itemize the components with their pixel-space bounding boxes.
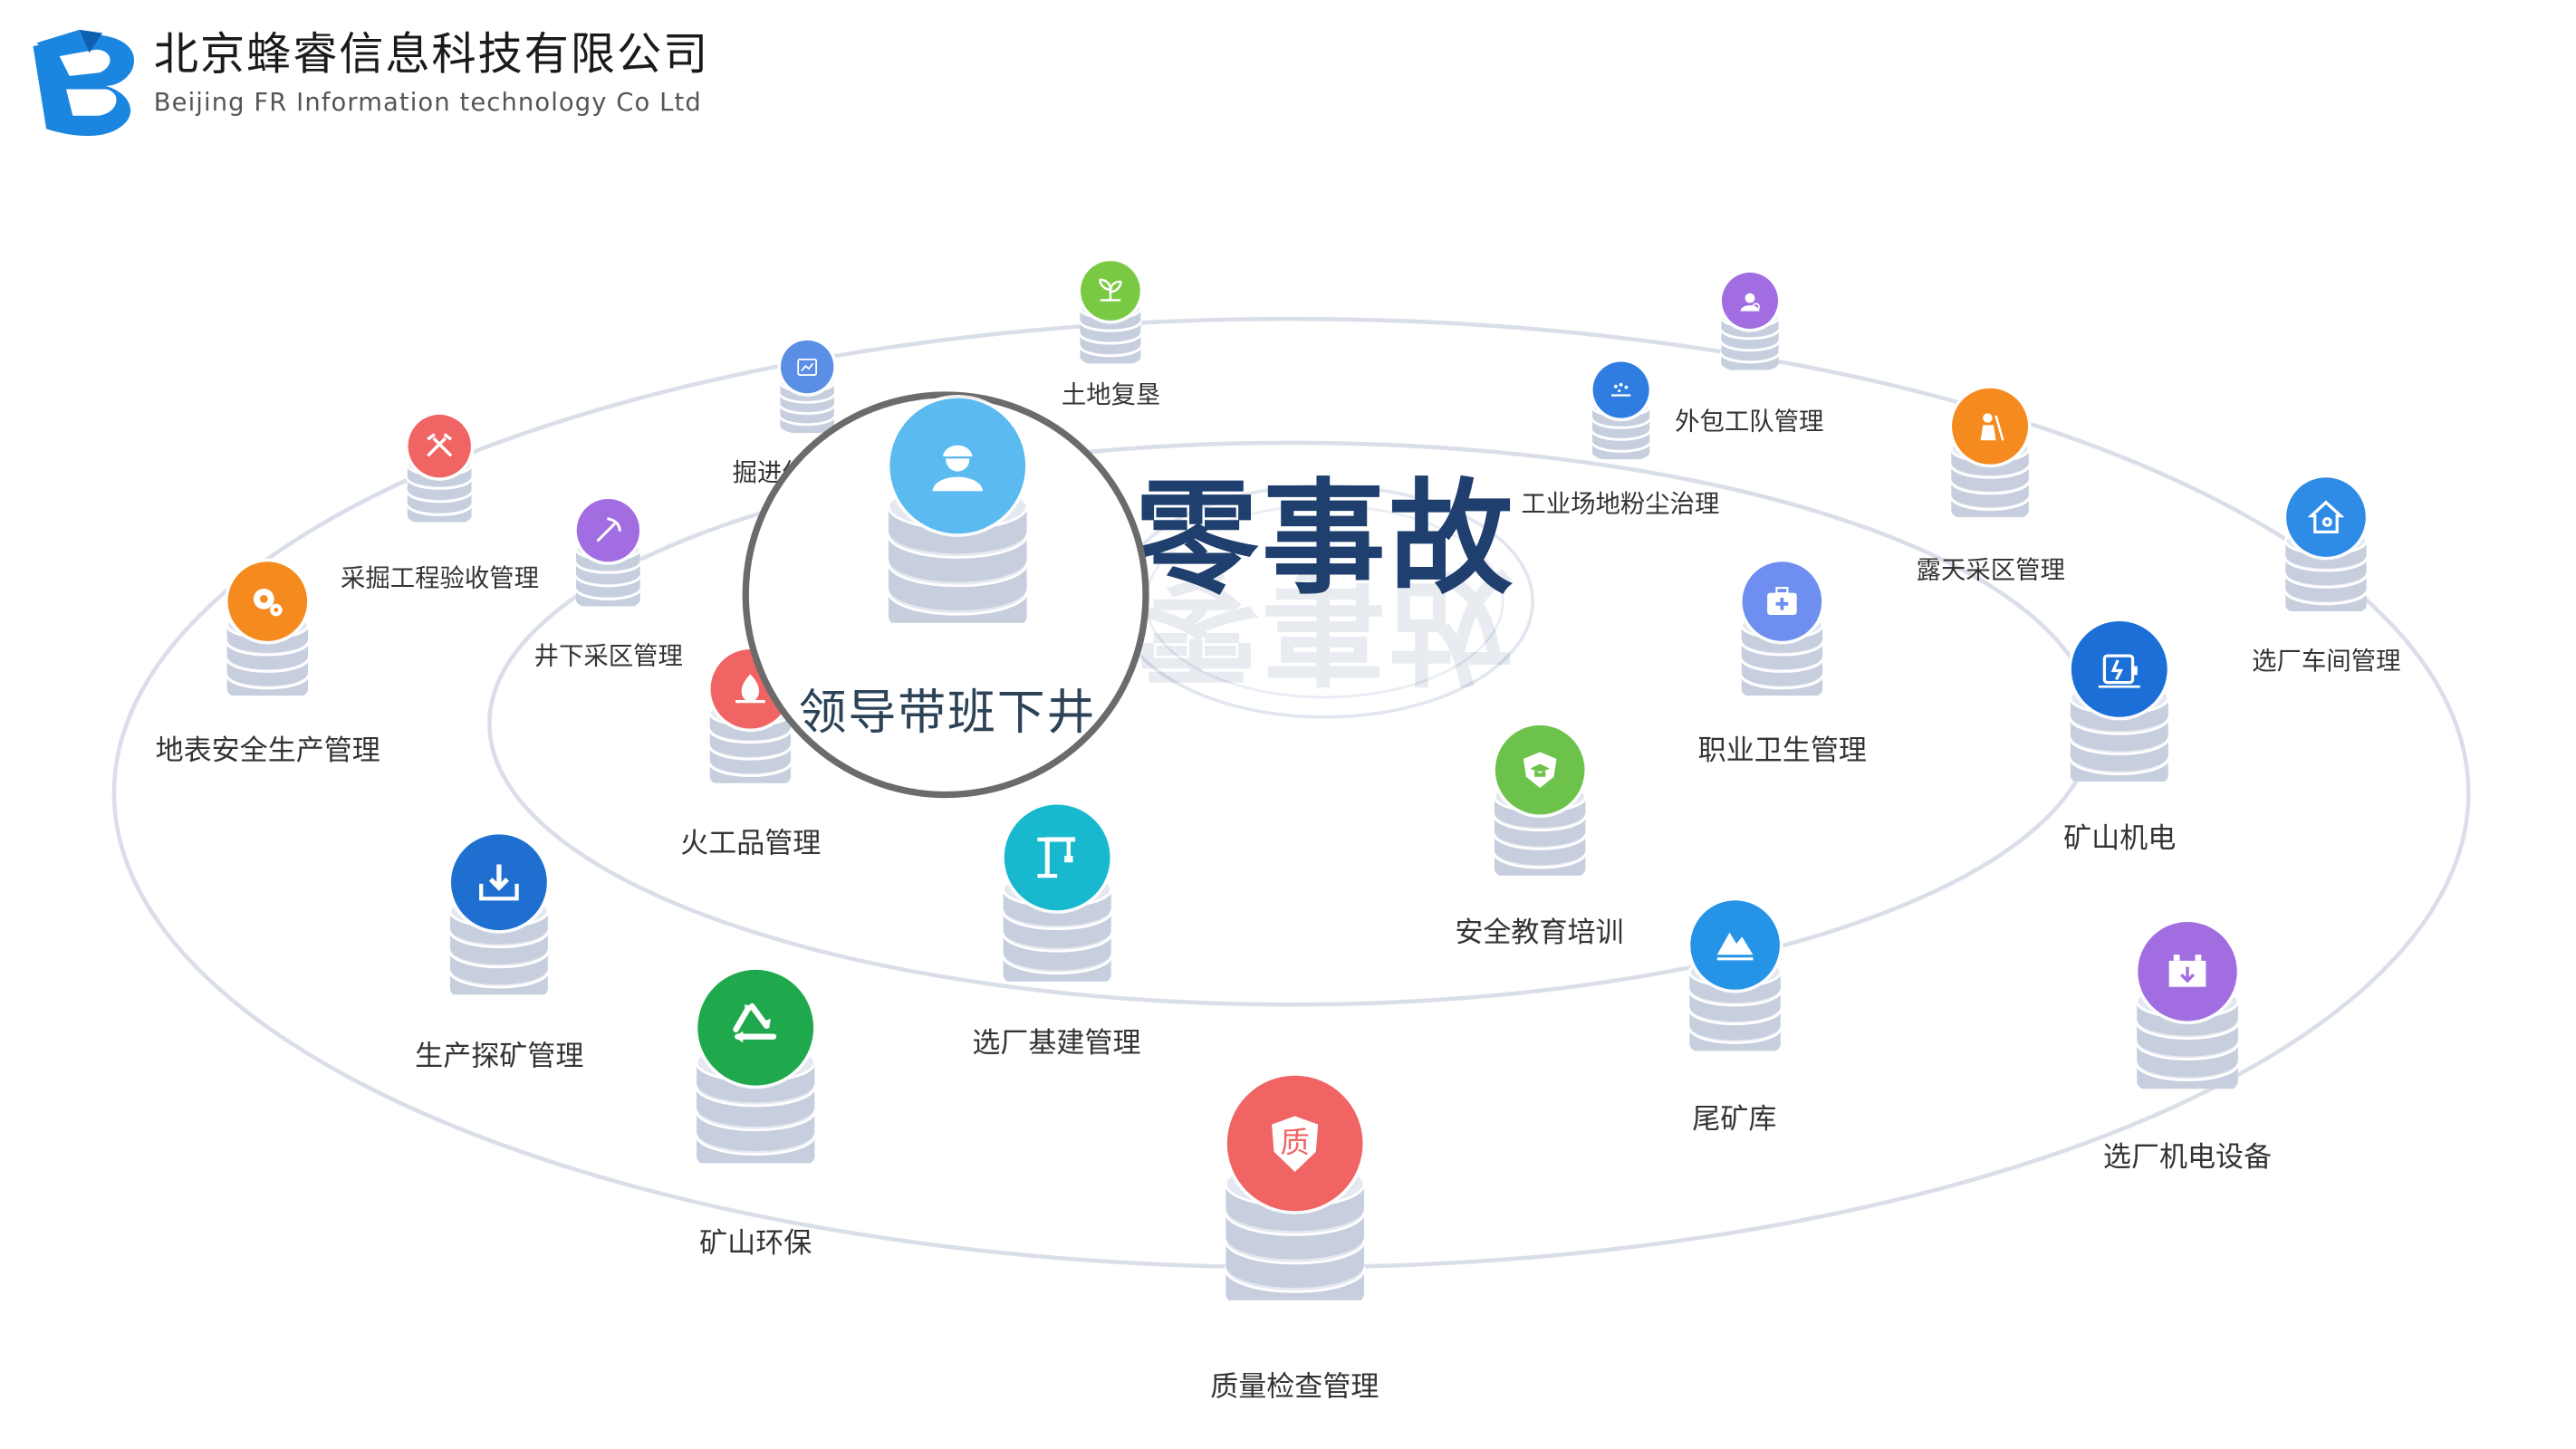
equip-label[interactable]: 选厂机电设备 — [2102, 1141, 2273, 1176]
home-gear-icon — [2307, 500, 2345, 533]
land-node-icon[interactable] — [1075, 254, 1147, 364]
company-name-en: Beijing FR Information technology Co Ltd — [153, 87, 702, 118]
prospect-node-icon[interactable] — [442, 828, 557, 996]
dust-label[interactable]: 工业场地粉尘治理 — [1521, 489, 1720, 519]
openpit-label[interactable]: 露天采区管理 — [1916, 554, 2065, 585]
focus-label: 领导带班下井 — [798, 684, 1097, 741]
worker-icon — [1739, 293, 1760, 312]
accept-label[interactable]: 采掘工程验收管理 — [341, 563, 540, 593]
dust-icon — [1610, 382, 1630, 397]
land-label[interactable]: 土地复垦 — [1061, 379, 1161, 410]
health-label[interactable]: 职业卫生管理 — [1697, 734, 1867, 769]
explosive-label[interactable]: 火工品管理 — [680, 828, 822, 861]
down-arrow-icon — [479, 864, 520, 901]
build-node-icon[interactable] — [993, 798, 1120, 982]
openpit-node-icon[interactable] — [1945, 381, 2036, 518]
quality-label[interactable]: 质量检查管理 — [1210, 1371, 1379, 1405]
edu-label[interactable]: 安全教育培训 — [1455, 916, 1624, 951]
plant-node-icon[interactable] — [2279, 471, 2374, 612]
fire-icon — [735, 674, 765, 704]
outsource-label[interactable]: 外包工队管理 — [1675, 406, 1824, 437]
shield-cap-icon — [1523, 752, 1556, 789]
tools-icon — [427, 433, 453, 457]
equip-node-icon[interactable] — [2128, 916, 2246, 1089]
tunnel-node-icon[interactable] — [775, 334, 839, 433]
battery-icon — [2099, 654, 2141, 688]
company-logo-icon — [33, 29, 135, 137]
miner-icon — [1981, 413, 2005, 441]
crane-icon — [1036, 837, 1075, 878]
zhi-shield-icon: 质 — [1271, 1116, 1318, 1173]
dust-node-icon[interactable] — [1587, 355, 1654, 459]
env-label[interactable]: 矿山环保 — [699, 1227, 812, 1262]
gear-icon — [254, 588, 283, 617]
prospect-label[interactable]: 生产探矿管理 — [415, 1041, 584, 1074]
underground-label[interactable]: 井下采区管理 — [533, 640, 683, 671]
sprout-icon — [1099, 278, 1123, 302]
mountain-icon — [1716, 932, 1753, 961]
plant-label[interactable]: 选厂车间管理 — [2252, 646, 2401, 677]
edu-node-icon[interactable] — [1485, 719, 1592, 876]
helmet-icon — [932, 443, 983, 492]
center-title: 零事故 — [1134, 465, 1516, 612]
electro-node-icon[interactable] — [2062, 615, 2177, 782]
surface-label[interactable]: 地表安全生产管理 — [155, 734, 380, 769]
env-node-icon[interactable] — [687, 964, 825, 1164]
tailings-label[interactable]: 尾矿库 — [1692, 1103, 1777, 1137]
machine-icon — [2168, 955, 2206, 987]
company-name-cn: 北京蜂睿信息科技有限公司 — [153, 29, 710, 82]
surface-node-icon[interactable] — [220, 555, 315, 696]
accept-node-icon[interactable] — [402, 408, 477, 523]
health-node-icon[interactable] — [1735, 555, 1830, 696]
recycle-icon — [733, 1003, 777, 1043]
chart-icon — [796, 358, 817, 376]
electro-label[interactable]: 矿山机电 — [2063, 822, 2177, 857]
quality-node-icon[interactable]: 质 — [1213, 1069, 1376, 1301]
build-label[interactable]: 选厂基建管理 — [972, 1027, 1141, 1061]
medkit-icon — [1767, 587, 1798, 616]
outsource-node-icon[interactable] — [1716, 266, 1783, 370]
tailings-node-icon[interactable] — [1681, 894, 1788, 1051]
underground-node-icon[interactable] — [571, 493, 646, 607]
focus-node-icon[interactable] — [876, 391, 1039, 624]
svg-text:质: 质 — [1280, 1126, 1309, 1160]
pickaxe-icon — [596, 517, 622, 542]
